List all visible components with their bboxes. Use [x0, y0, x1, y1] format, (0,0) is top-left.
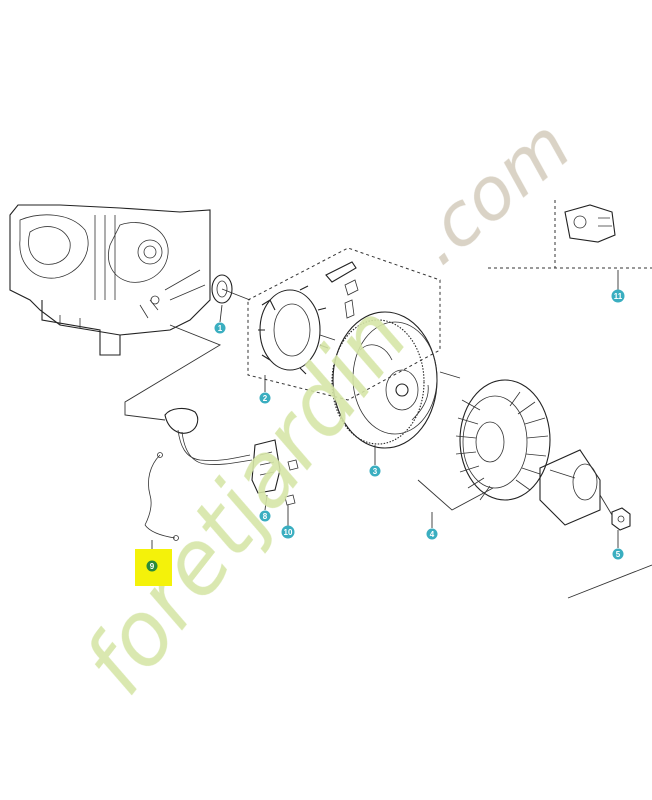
part-2-stator-drawing — [247, 247, 441, 401]
engine-block-drawing — [9, 204, 211, 356]
part-4-fan-drawing — [455, 379, 601, 526]
badge-circle — [426, 528, 438, 540]
part-11-starter-drawing — [488, 200, 652, 269]
badge-circle — [612, 548, 624, 560]
assembly-lines — [124, 288, 652, 599]
badge-label: 2 — [263, 394, 268, 403]
badge-label: 1 — [218, 324, 223, 333]
part-badge-3[interactable]: 3 — [369, 465, 381, 477]
watermark-main-text: foretjardin — [63, 287, 428, 713]
badge-label: 10 — [284, 528, 293, 537]
part-badge-1[interactable]: 1 — [214, 322, 226, 334]
part-8-coil-drawing — [164, 407, 299, 506]
part-badge-10[interactable]: 10 — [281, 525, 295, 539]
badge-label: 9 — [150, 562, 155, 571]
part-badge-8[interactable]: 8 — [259, 510, 271, 522]
part-badge-11[interactable]: 11 — [611, 289, 625, 303]
badge-label: 8 — [263, 512, 268, 521]
part-badge-5[interactable]: 5 — [612, 548, 624, 560]
part-badge-2[interactable]: 2 — [259, 392, 271, 404]
part-9-wire-drawing — [144, 452, 179, 541]
badge-label: 11 — [614, 292, 623, 301]
badge-circle — [369, 465, 381, 477]
badge-circle — [281, 525, 295, 539]
badge-circle — [611, 289, 625, 303]
watermark-suffix-text: .com — [397, 103, 586, 281]
badge-label: 5 — [616, 550, 621, 559]
badge-label: 3 — [373, 467, 378, 476]
leader-lines — [151, 270, 619, 552]
part-1-washer-drawing — [211, 274, 233, 304]
badge-circle — [259, 510, 271, 522]
part-badge-9[interactable]: 9 — [146, 560, 158, 572]
badge-label: 4 — [430, 530, 435, 539]
part-5-nut-drawing — [611, 507, 631, 531]
part-badge-4[interactable]: 4 — [426, 528, 438, 540]
badge-circle — [214, 322, 226, 334]
badge-circle — [146, 560, 158, 572]
watermark-logo: foretjardin .com — [63, 103, 586, 713]
badge-circle — [259, 392, 271, 404]
part-3-flywheel-drawing — [331, 311, 438, 449]
